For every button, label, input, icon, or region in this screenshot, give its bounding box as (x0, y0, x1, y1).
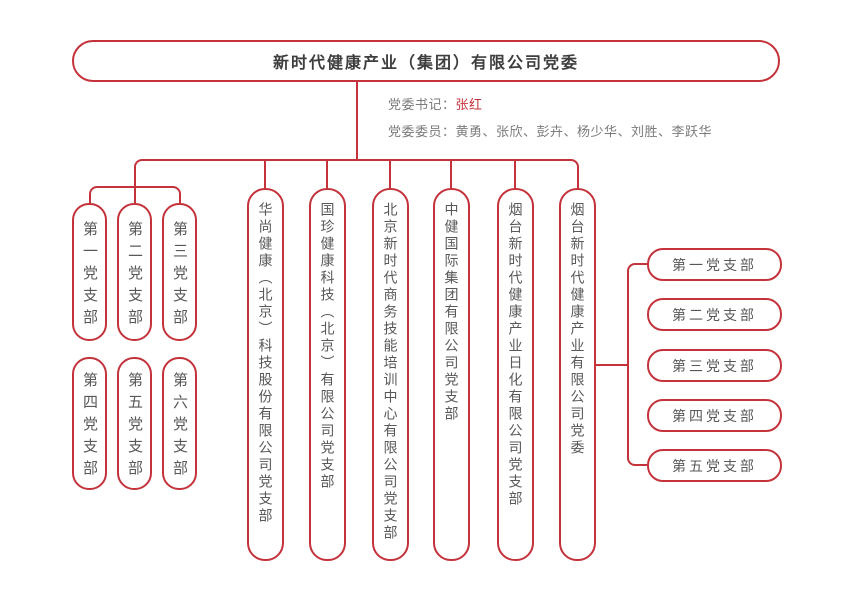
subsidiary-node-1: 华尚健康（北京）科技股份有限公司党支部 (247, 188, 284, 561)
connector-feed-top (356, 82, 358, 160)
right-branch-node-2: 第二党支部 (647, 298, 782, 331)
subsidiary-node-6: 烟台新时代健康产业有限公司党委 (559, 188, 596, 561)
subsidiary-node-5: 烟台新时代健康产业日化有限公司党支部 (497, 188, 534, 561)
right-branch-node-5: 第五党支部 (647, 449, 782, 482)
root-committee-node: 新时代健康产业（集团）有限公司党委 (72, 40, 780, 82)
left-branch-node-5: 第五党支部 (117, 357, 152, 490)
left-branch-node-1: 第一党支部 (72, 203, 107, 341)
subsidiary-node-2: 国珍健康科技（北京）有限公司党支部 (309, 188, 346, 561)
left-branch-node-2: 第二党支部 (117, 203, 152, 341)
connector-column-drop-2 (326, 159, 328, 188)
secretary-line: 党委书记：张红 (388, 91, 712, 118)
committee-info-block: 党委书记：张红 党委委员：黄勇、张欣、彭卉、杨少华、刘胜、李跃华 (388, 91, 712, 145)
connector-column-drop-5 (514, 159, 516, 188)
right-branch-node-1: 第一党支部 (647, 248, 782, 281)
members-label: 党委委员： (388, 124, 456, 139)
connector-right-feed (596, 364, 627, 366)
connector-right-bracket (627, 263, 647, 466)
members-names: 黄勇、张欣、彭卉、杨少华、刘胜、李跃华 (455, 124, 713, 139)
connector-column-drop-4 (450, 159, 452, 188)
root-committee-title: 新时代健康产业（集团）有限公司党委 (272, 55, 579, 72)
secretary-name: 张红 (455, 97, 483, 112)
connector-column-drop-3 (389, 159, 391, 188)
connector-left-middle-drop (134, 186, 136, 203)
right-branch-node-4: 第四党支部 (647, 399, 782, 432)
subsidiary-node-3: 北京新时代商务技能培训中心有限公司党支部 (372, 188, 409, 561)
secretary-label: 党委书记： (388, 97, 456, 112)
connector-main-rail (134, 159, 579, 188)
left-branch-node-4: 第四党支部 (72, 357, 107, 490)
left-branch-node-6: 第六党支部 (162, 357, 197, 490)
connector-column-drop-1 (264, 159, 266, 188)
members-line: 党委委员：黄勇、张欣、彭卉、杨少华、刘胜、李跃华 (388, 118, 712, 145)
subsidiary-node-4: 中健国际集团有限公司党支部 (433, 188, 470, 561)
left-branch-node-3: 第三党支部 (162, 203, 197, 341)
right-branch-node-3: 第三党支部 (647, 349, 782, 382)
